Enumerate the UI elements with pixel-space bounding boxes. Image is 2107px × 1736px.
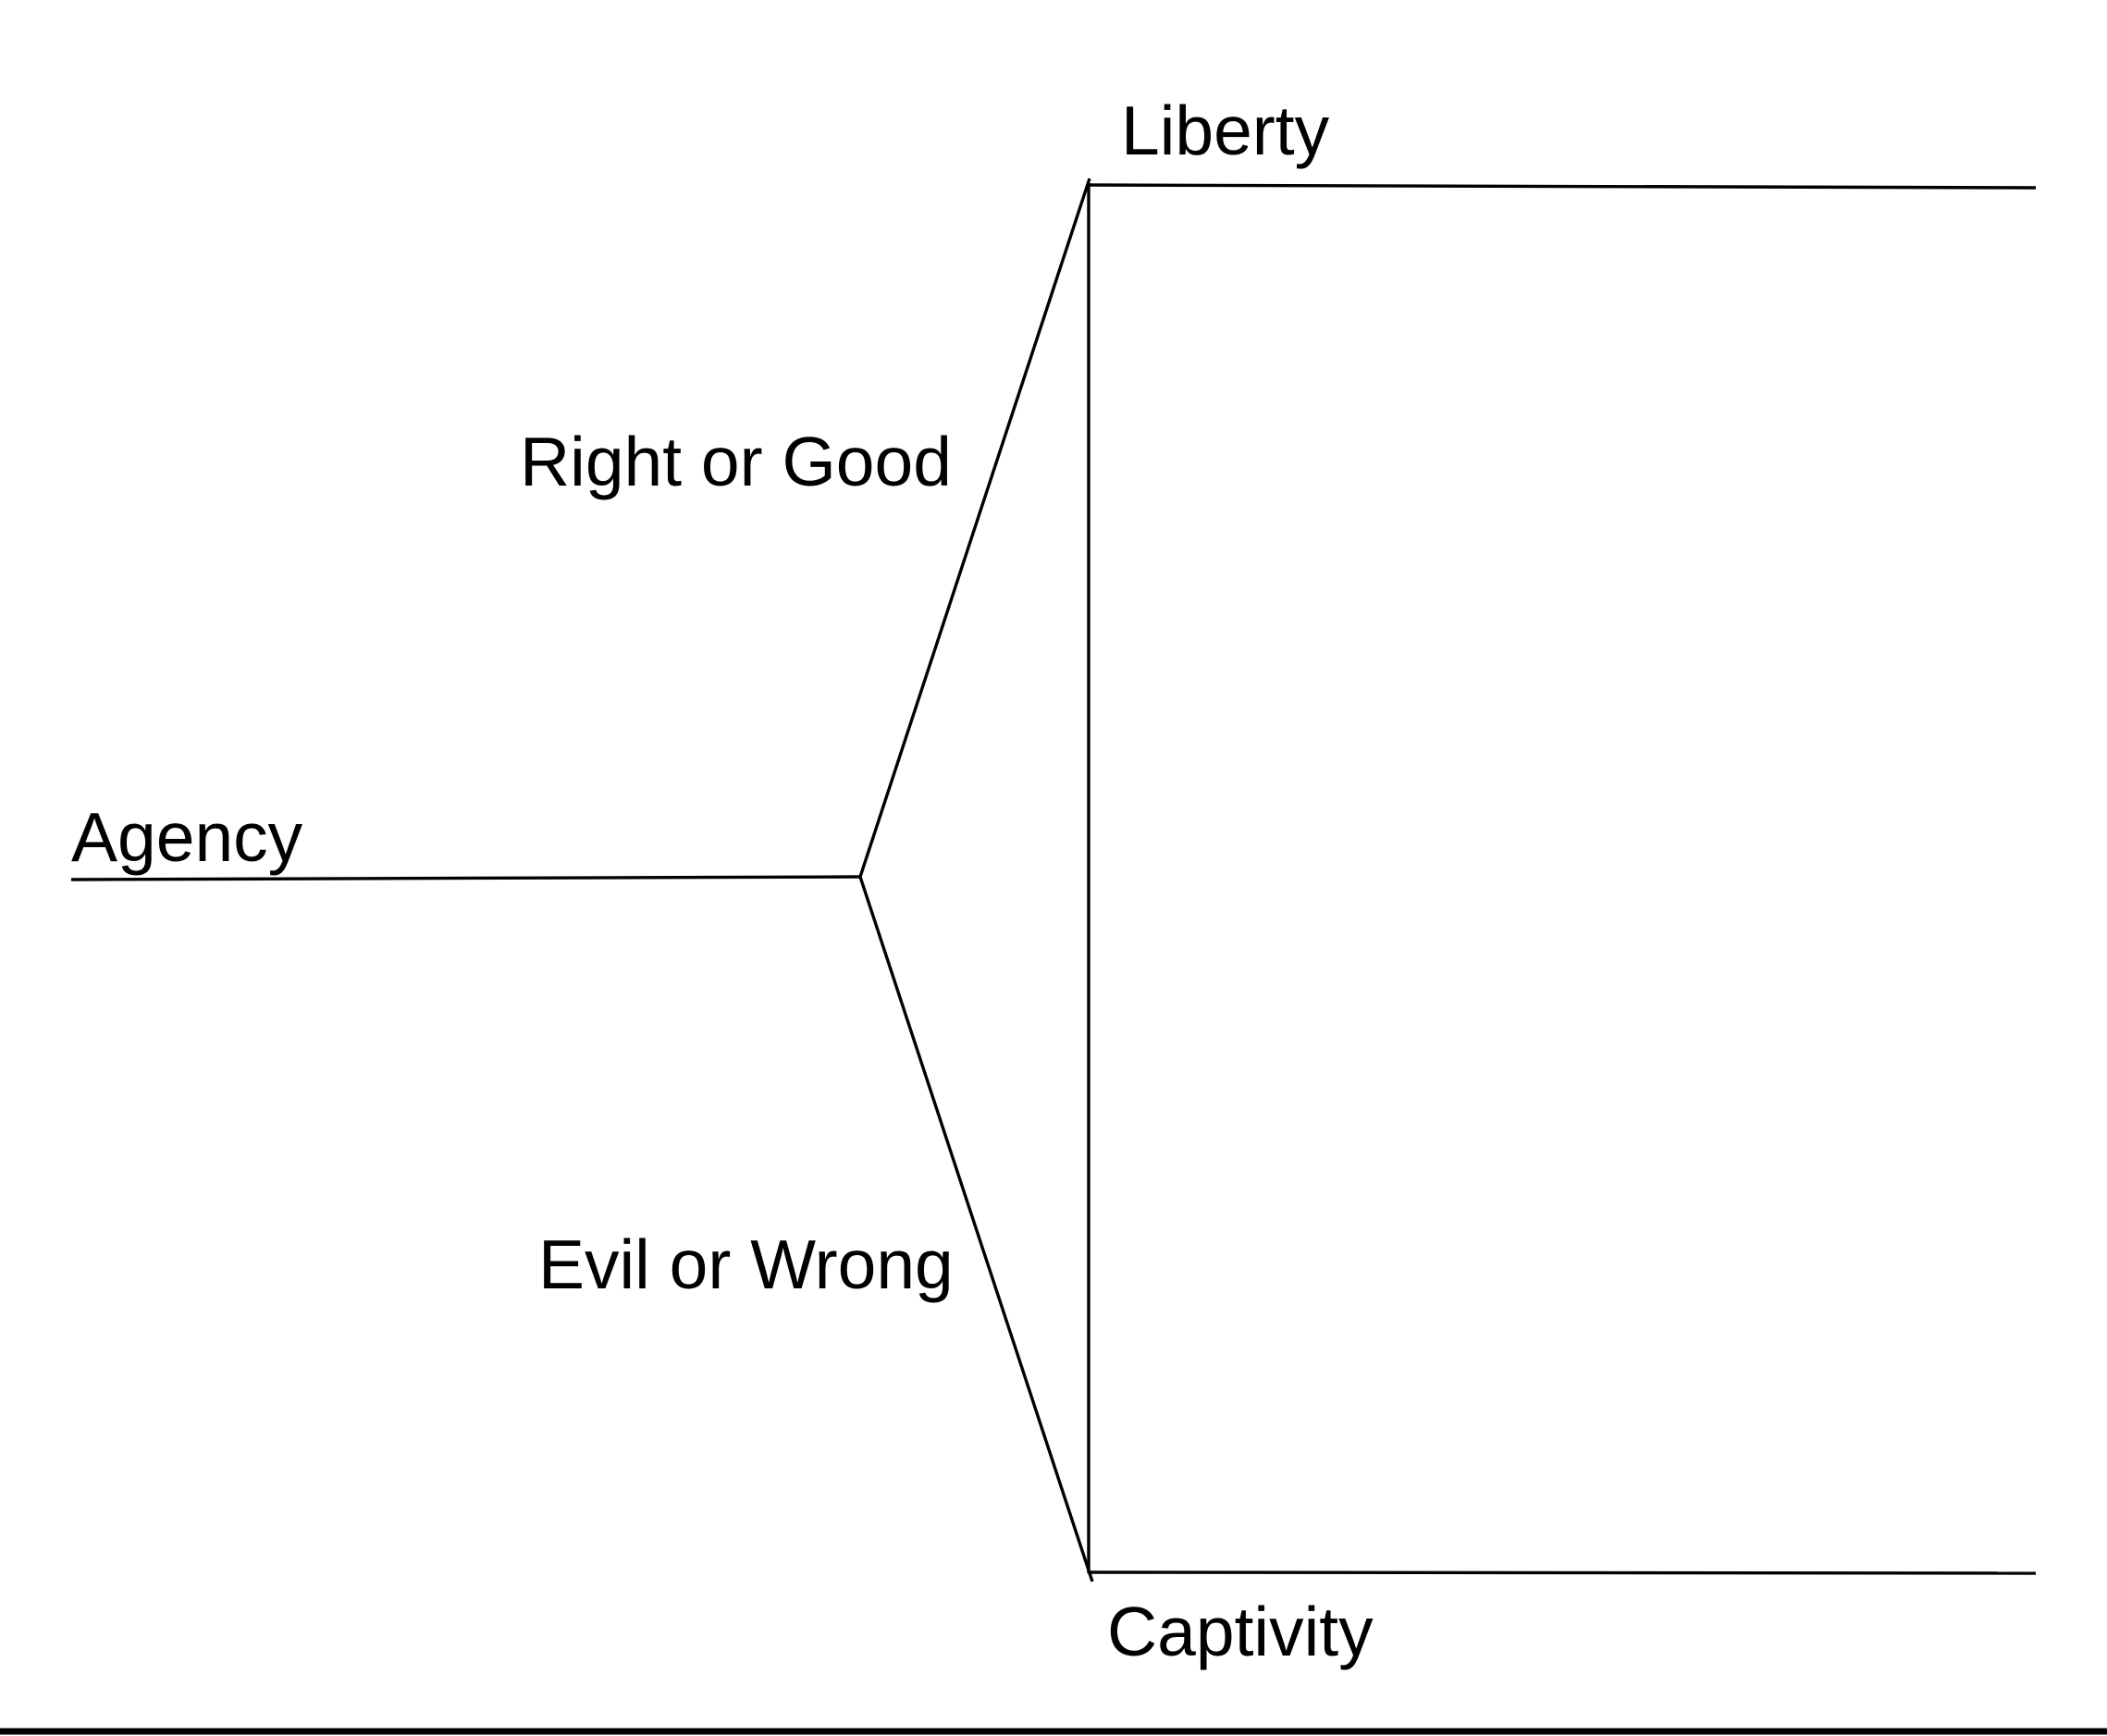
liberty-line: [1087, 183, 2037, 190]
evil-or-wrong-label: Evil or Wrong: [538, 1225, 954, 1303]
right-or-good-label: Right or Good: [520, 423, 952, 500]
liberty-label: Liberty: [1121, 92, 1330, 169]
captivity-line: [1087, 1570, 2037, 1575]
captivity-label: Captivity: [1107, 1593, 1374, 1670]
agency-line: [70, 875, 861, 881]
agency-label: Agency: [71, 798, 303, 876]
evil-or-wrong-branch-line: [858, 876, 1094, 1582]
right-or-good-branch-line: [858, 178, 1091, 878]
